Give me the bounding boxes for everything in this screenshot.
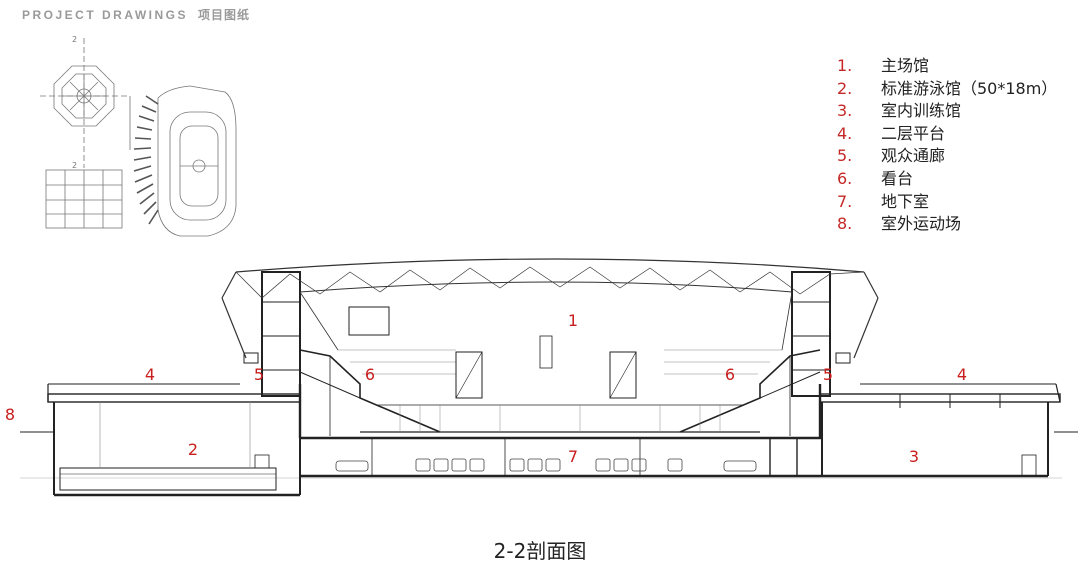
legend-item-7: 7.地下室 [837,191,930,211]
legend-item-2: 2.标准游泳馆（50*18m） [837,78,1058,98]
tag-concourse-right: 5 [823,365,833,384]
section-caption: 2-2剖面图 [493,539,587,563]
basement-cars [335,458,757,472]
roof-truss [221,258,879,359]
tag-training: 3 [909,447,919,466]
tag-stands-left: 6 [365,365,375,384]
legend-item-5: 5.观众通廊 [837,146,946,166]
tag-outdoor: 8 [5,405,15,424]
header-title-cn: 项目图纸 [198,8,251,22]
key-plan-section-mark-bottom: 2 [72,161,77,170]
tag-platform-left: 4 [145,365,155,384]
tag-platform-right: 4 [957,365,967,384]
legend: 1.主场馆 2.标准游泳馆（50*18m） 3.室内训练馆 4.二层平台 5.观… [837,55,1057,236]
key-plan-section-mark-top: 2 [72,35,77,44]
drawing-header: PROJECT DRAWINGS 项目图纸 [22,6,250,23]
header-title: PROJECT DRAWINGS [22,8,189,22]
tag-main-arena: 1 [568,311,578,330]
key-plan-seating-fan [133,95,159,225]
legend-item-8: 8.室外运动场 [837,214,962,234]
training-hall [819,383,1061,478]
arena-structure [243,271,851,438]
tag-basement: 7 [568,447,578,466]
legend-item-6: 6.看台 [837,168,914,188]
basement [300,436,822,478]
legend-item-1: 1.主场馆 [837,56,930,75]
tag-pool: 2 [188,440,198,459]
pool-hall [47,383,301,497]
legend-item-4: 4.二层平台 [837,123,946,143]
ground-lines [20,431,1078,479]
legend-item-3: 3.室内训练馆 [837,101,962,121]
tag-concourse-left: 5 [254,365,264,384]
key-plan: 2 2 [40,35,237,237]
tag-stands-right: 6 [725,365,735,384]
